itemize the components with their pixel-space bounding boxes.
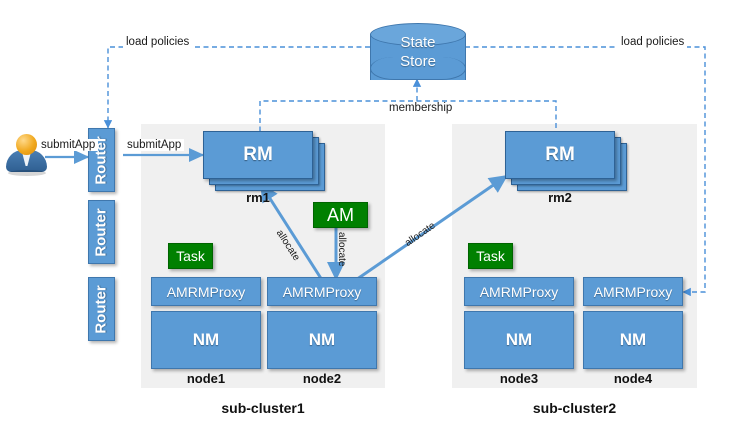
state-store-line1: State xyxy=(400,34,436,51)
am-label: AM xyxy=(327,204,354,225)
router-3-label: Router xyxy=(93,284,110,334)
label-load-policies-left: load policies xyxy=(123,36,193,48)
node2-caption: node2 xyxy=(302,371,342,386)
edge-load-policies-left xyxy=(103,46,370,129)
nm-node1[interactable]: NM xyxy=(151,311,261,369)
state-store-bottom xyxy=(370,57,466,80)
label-submitapp-client: submitApp xyxy=(38,139,99,151)
nm-node4[interactable]: NM xyxy=(583,311,683,369)
nm-node4-label: NM xyxy=(619,330,647,349)
user-avatar-icon xyxy=(6,134,47,176)
rm1-box[interactable]: RM xyxy=(203,131,313,179)
router-1[interactable]: Router xyxy=(88,128,115,192)
label-membership: membership xyxy=(386,102,456,114)
rm2-box[interactable]: RM xyxy=(505,131,615,179)
node1-caption: node1 xyxy=(186,371,226,386)
label-submitapp-router: submitApp xyxy=(124,139,185,151)
am-box[interactable]: AM xyxy=(313,202,368,228)
task-label-node1: Task xyxy=(176,248,205,264)
rm2-label: RM xyxy=(545,144,575,165)
rm2-stack[interactable]: RM xyxy=(505,131,627,191)
router-3[interactable]: Router xyxy=(88,277,115,341)
nm-node3[interactable]: NM xyxy=(464,311,574,369)
label-load-policies-right: load policies xyxy=(618,36,688,48)
state-store[interactable]: State Store xyxy=(370,23,466,81)
node3-caption: node3 xyxy=(499,371,539,386)
avatar-shadow xyxy=(8,170,46,176)
nm-node2[interactable]: NM xyxy=(267,311,377,369)
rm2-caption: rm2 xyxy=(548,190,572,205)
amrmproxy-node3-label: AMRMProxy xyxy=(479,283,559,300)
amrmproxy-node3[interactable]: AMRMProxy xyxy=(464,277,574,306)
task-box-node3[interactable]: Task xyxy=(468,243,513,269)
amrmproxy-node2[interactable]: AMRMProxy xyxy=(267,277,377,306)
subcluster1-caption: sub-cluster1 xyxy=(221,400,305,416)
avatar-tie xyxy=(22,152,31,166)
router-2-label: Router xyxy=(93,207,110,257)
nm-node2-label: NM xyxy=(308,330,336,349)
nm-node1-label: NM xyxy=(192,330,220,349)
task-box-node1[interactable]: Task xyxy=(168,243,213,269)
avatar-head xyxy=(16,134,37,155)
nm-node3-label: NM xyxy=(505,330,533,349)
rm1-label: RM xyxy=(243,144,273,165)
node4-caption: node4 xyxy=(613,371,653,386)
amrmproxy-node4-label: AMRMProxy xyxy=(593,283,673,300)
state-store-top xyxy=(370,23,466,46)
rm1-stack[interactable]: RM xyxy=(203,131,325,191)
amrmproxy-node1[interactable]: AMRMProxy xyxy=(151,277,261,306)
amrmproxy-node2-label: AMRMProxy xyxy=(282,283,362,300)
label-allocate-proxy-rm2: allocate xyxy=(403,220,438,250)
amrmproxy-node4[interactable]: AMRMProxy xyxy=(583,277,683,306)
state-store-label: State Store xyxy=(370,33,466,71)
router-2[interactable]: Router xyxy=(88,200,115,264)
task-label-node3: Task xyxy=(476,248,505,264)
state-store-line2: Store xyxy=(400,53,436,70)
rm1-caption: rm1 xyxy=(246,190,270,205)
subcluster2-caption: sub-cluster2 xyxy=(532,400,617,416)
label-allocate-am-proxy: allocate xyxy=(336,232,347,267)
amrmproxy-node1-label: AMRMProxy xyxy=(166,283,246,300)
